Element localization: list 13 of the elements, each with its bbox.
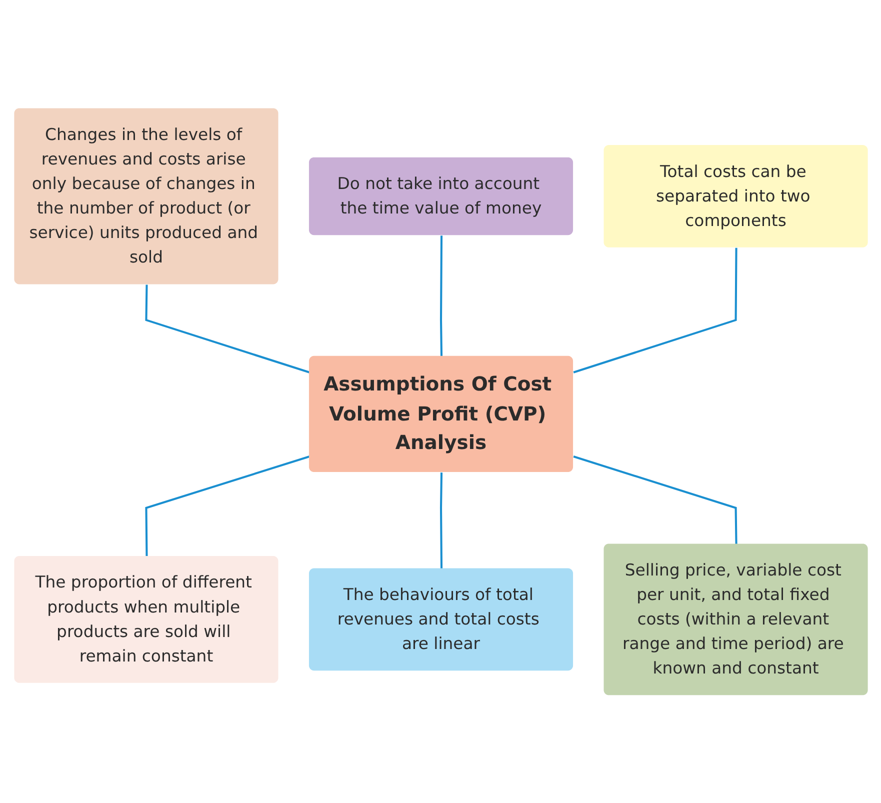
connector	[439, 235, 442, 356]
connector	[144, 284, 310, 374]
connector	[572, 455, 737, 544]
node-box: Do not take into account the time value of money	[308, 157, 573, 235]
node-box: The behaviours of total revenues and total costs are linear	[308, 568, 573, 670]
connector	[144, 455, 310, 556]
node-box: Changes in the levels of revenues and costs arise only because of changes in the number of product (or service) units produced and sold	[14, 108, 278, 284]
node-box: Total costs can be separated into two components	[603, 144, 868, 248]
node-box: The proportion of different products when multiple products are sold will remain constant	[14, 556, 278, 683]
connector	[439, 472, 442, 569]
connector	[572, 248, 737, 374]
node-box: Selling price, variable cost per unit, and total fixed costs (within a relevant range and time period) are known and constant	[603, 544, 868, 695]
node-box: Assumptions Of Cost Volume Profit (CVP) Analysis	[308, 356, 573, 472]
